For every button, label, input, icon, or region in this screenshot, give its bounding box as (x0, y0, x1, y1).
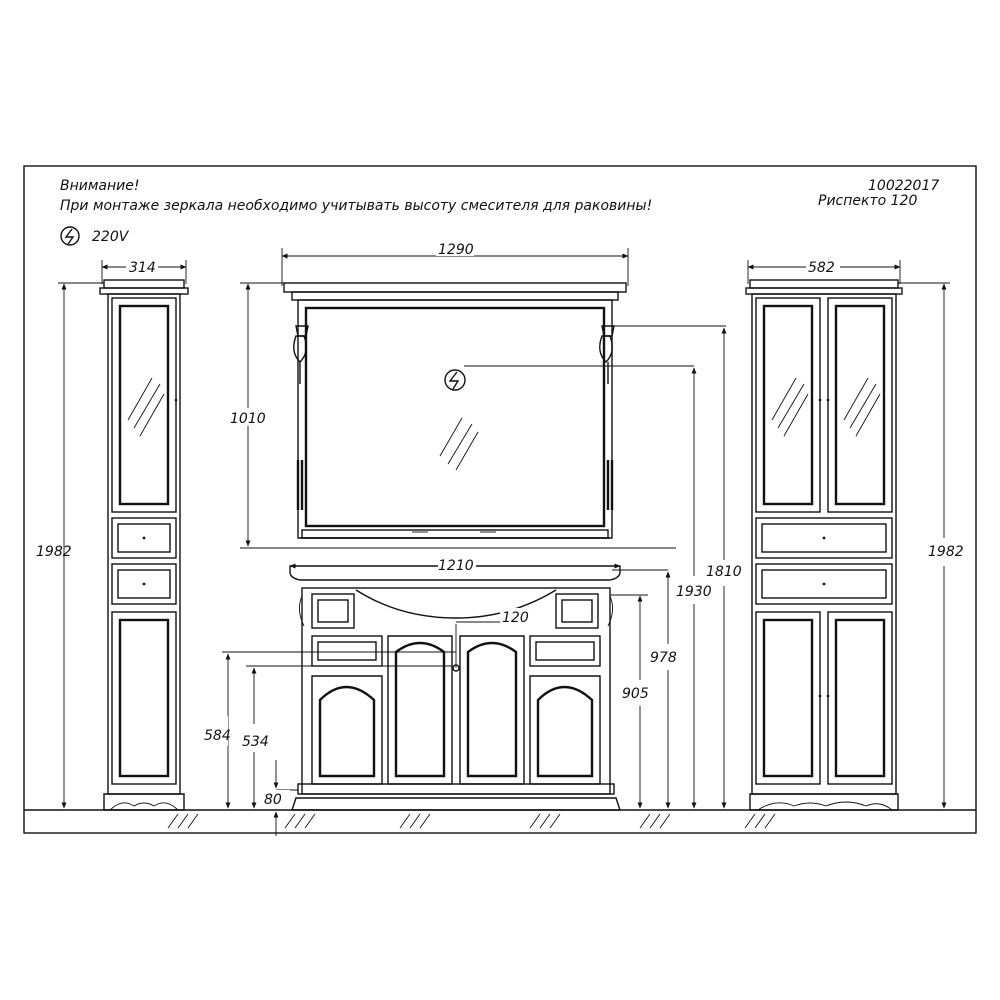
glass-hatch-icon (439, 417, 479, 471)
glass-hatch-icon (127, 377, 165, 437)
left-lamp (293, 325, 309, 384)
article-number: 10022017 (868, 178, 939, 194)
dim-mirror-top-height: 1930 (676, 584, 712, 600)
dim-vanity-top-height: 978 (650, 650, 677, 666)
dim-plinth-height: 80 (264, 792, 282, 808)
dim-right-cabinet-height: 1982 (928, 544, 964, 560)
right-tall-cabinet (745, 279, 903, 811)
power-socket-icon (60, 226, 80, 246)
dim-vanity-body-height: 905 (622, 686, 649, 702)
dim-faucet-offset: 120 (502, 610, 529, 626)
warning-text: При монтаже зеркала необходимо учитывать… (60, 198, 652, 214)
dim-water-height: 534 (242, 734, 269, 750)
warning-title: Внимание! (60, 178, 139, 194)
dim-right-cabinet-width: 582 (808, 260, 835, 276)
dim-mirror-height: 1010 (230, 411, 266, 427)
dim-socket-height: 1810 (706, 564, 742, 580)
power-socket-icon (444, 369, 466, 391)
glass-hatch-icon (771, 377, 881, 437)
power-label: 220V (92, 229, 130, 245)
dim-left-cabinet-width: 314 (129, 260, 156, 276)
floor-hatch-icon (167, 813, 776, 829)
dim-drain-height: 584 (204, 728, 231, 744)
dim-left-cabinet-height: 1982 (36, 544, 72, 560)
mirror (283, 282, 627, 539)
dim-mirror-width: 1290 (438, 242, 474, 258)
left-tall-cabinet (99, 279, 189, 811)
drawing-frame (23, 165, 977, 834)
model-name: Риспекто 120 (818, 193, 917, 209)
vanity (289, 565, 621, 811)
dim-vanity-width: 1210 (438, 558, 474, 574)
